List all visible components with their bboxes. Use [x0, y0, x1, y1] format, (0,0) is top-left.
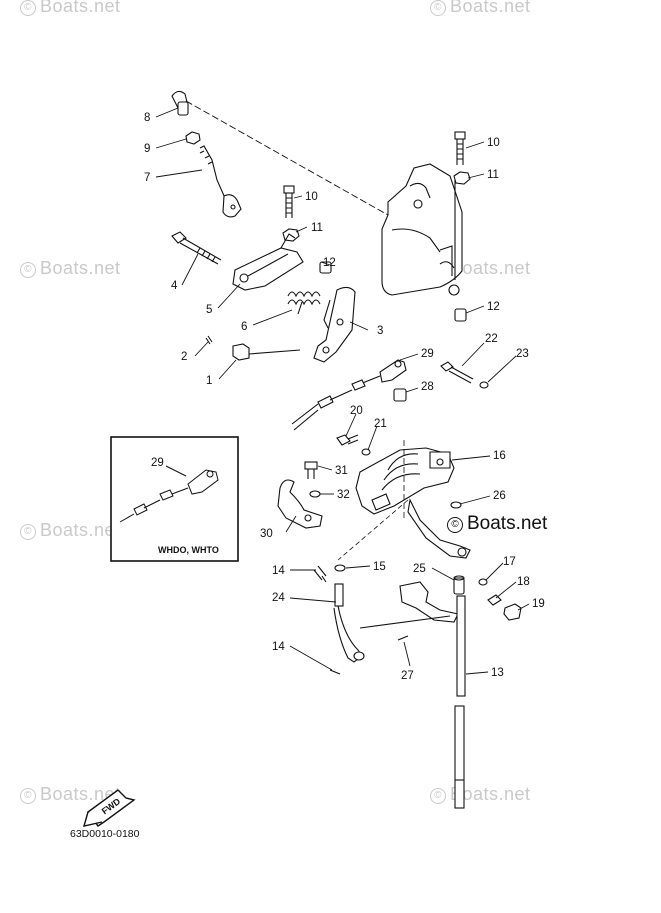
- part-number-31: 31: [335, 465, 348, 477]
- part-washer-17: [478, 578, 488, 586]
- part-number-5: 5: [206, 304, 212, 316]
- part-number-12a: 12: [323, 257, 336, 269]
- part-number-11a: 11: [311, 222, 323, 234]
- part-number-16: 16: [493, 450, 506, 462]
- part-linkage-arm: [329, 583, 365, 675]
- watermark-bottom-left: ©Boats.net: [20, 784, 121, 805]
- part-number-19: 19: [532, 598, 545, 610]
- part-housing: [381, 163, 463, 296]
- watermark-top-right: ©Boats.net: [430, 0, 531, 17]
- part-cable-end: [291, 359, 407, 431]
- watermark-bottom-right: ©Boats.net: [430, 784, 531, 805]
- part-bolt-31: [304, 461, 318, 479]
- part-number-11b: 11: [487, 169, 499, 181]
- copyright-icon: ©: [20, 788, 36, 804]
- watermark-center: ©Boats.net: [447, 513, 547, 535]
- part-number-2: 2: [181, 351, 187, 363]
- part-washer-32: [309, 490, 321, 498]
- part-number-32: 32: [337, 489, 350, 501]
- part-number-28: 28: [421, 381, 434, 393]
- part-number-24: 24: [272, 592, 285, 604]
- inset-part-number-29: 29: [151, 457, 164, 469]
- part-bolt-10-right: [454, 131, 466, 165]
- part-number-20: 20: [350, 405, 363, 417]
- part-screw-18: [487, 594, 502, 606]
- part-number-22: 22: [485, 333, 498, 345]
- inset-box: 29 WHDO, WHTO: [110, 436, 239, 562]
- part-bushing: [453, 575, 465, 595]
- watermark-low-left: ©Boats.net: [20, 520, 121, 541]
- part-collar-12-right: [454, 308, 467, 322]
- part-long-bolt: [171, 231, 222, 265]
- part-number-14b: 14: [272, 641, 285, 653]
- part-number-4: 4: [171, 280, 178, 292]
- part-number-8: 8: [144, 112, 150, 124]
- part-cable-clip: [171, 90, 189, 116]
- watermark-mid-left: ©Boats.net: [20, 258, 121, 279]
- copyright-icon: ©: [20, 0, 36, 16]
- copyright-icon: ©: [20, 262, 36, 278]
- part-number-26: 26: [493, 490, 506, 502]
- part-number-3: 3: [377, 325, 383, 337]
- part-number-9: 9: [144, 143, 150, 155]
- part-throttle-lever: [232, 233, 304, 291]
- part-lower-lever: [337, 498, 471, 561]
- fwd-arrow-icon: FWD: [83, 789, 136, 827]
- part-number-15: 15: [373, 561, 386, 573]
- part-number-10b: 10: [487, 137, 500, 149]
- part-number-6: 6: [241, 321, 247, 333]
- part-number-7: 7: [144, 172, 150, 184]
- part-number-13: 13: [491, 667, 504, 679]
- part-number-29a: 29: [421, 348, 434, 360]
- part-number-12b: 12: [487, 301, 500, 313]
- part-pin: [205, 335, 213, 345]
- part-clip-14: [313, 565, 327, 583]
- assembly-line: [185, 100, 389, 216]
- part-bracket: [355, 440, 455, 520]
- part-number-labels: 8 9 7 10 11 4 5 6 3 2 1 12 10 11 12 22 2…: [144, 112, 545, 682]
- part-spring: [287, 291, 321, 315]
- part-throttle-cam: [313, 286, 356, 363]
- part-number-21: 21: [374, 418, 387, 430]
- part-shift-plate: [359, 581, 459, 629]
- part-number-18: 18: [517, 576, 530, 588]
- copyright-icon: ©: [20, 524, 36, 540]
- part-number-10a: 10: [305, 191, 318, 203]
- part-pin-27: [397, 635, 409, 641]
- part-number-14a: 14: [272, 565, 285, 577]
- copyright-icon: ©: [447, 517, 463, 533]
- copyright-icon: ©: [430, 0, 446, 16]
- part-washer-23: [479, 381, 489, 389]
- diagram-code: 63D0010-0180: [70, 828, 140, 840]
- part-number-23: 23: [516, 348, 529, 360]
- part-collar-28: [393, 388, 407, 402]
- part-washer-26: [450, 501, 462, 509]
- part-collar-1: [232, 343, 301, 361]
- leader-lines: [155, 107, 530, 675]
- part-clamp: [277, 479, 323, 529]
- part-washer-15: [334, 564, 346, 572]
- copyright-icon: ©: [430, 788, 446, 804]
- part-number-17: 17: [503, 556, 516, 568]
- part-number-30: 30: [260, 528, 273, 540]
- part-bolt-10-left: [283, 185, 295, 218]
- part-shift-rod: [454, 595, 466, 809]
- part-bolt-22: [440, 361, 474, 384]
- part-nut-11-right: [453, 171, 471, 185]
- part-grommet: [503, 603, 522, 621]
- watermark-top-left: ©Boats.net: [20, 0, 121, 17]
- inset-label: WHDO, WHTO: [158, 545, 219, 555]
- part-link-rod: [199, 145, 242, 218]
- part-nut-9: [185, 131, 201, 145]
- part-bolt-20: [336, 434, 359, 446]
- part-number-27: 27: [401, 670, 414, 682]
- part-number-25: 25: [413, 563, 426, 575]
- part-washer-21: [361, 448, 371, 456]
- part-number-1: 1: [206, 375, 212, 387]
